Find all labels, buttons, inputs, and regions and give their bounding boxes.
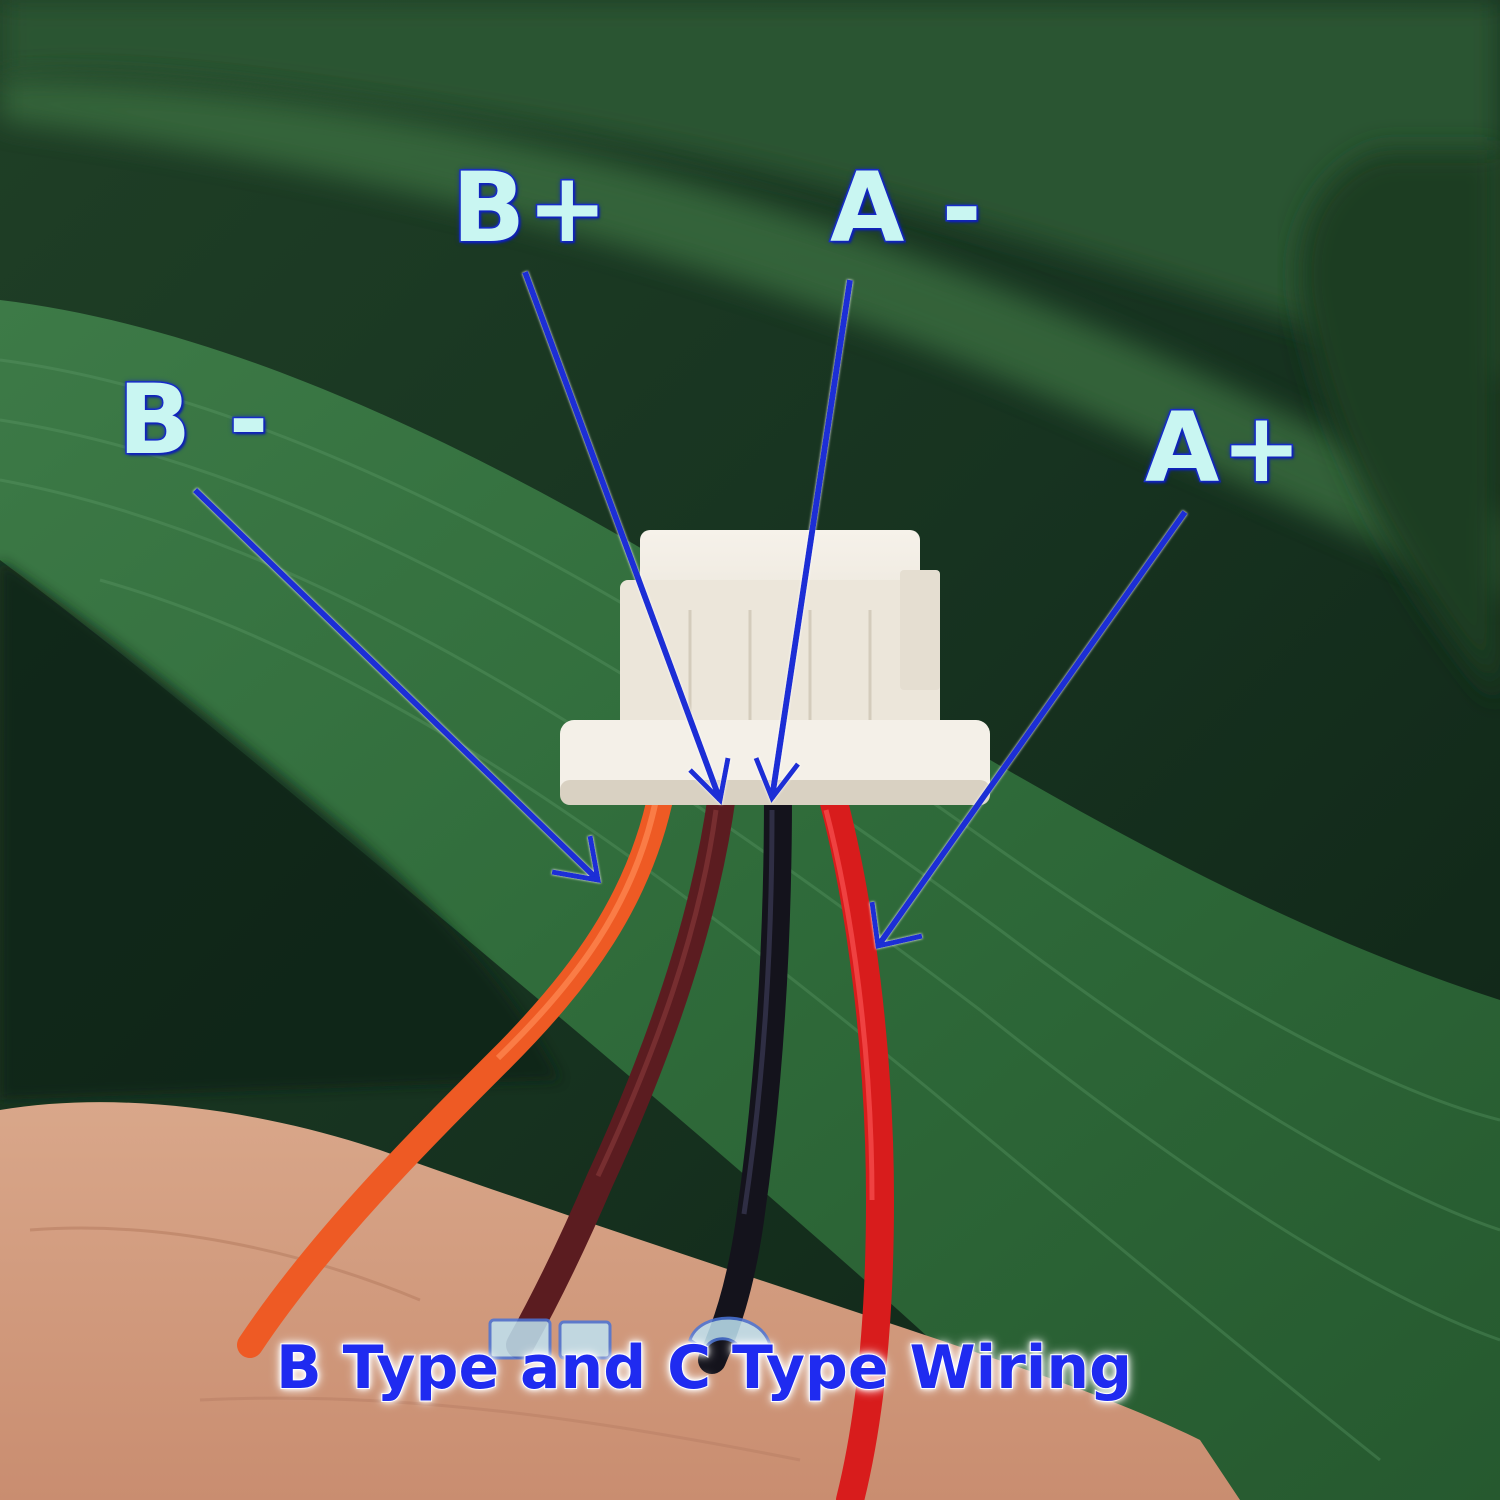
- wire-brown-highlight: [595, 809, 719, 1178]
- leaf-main: [0, 300, 1500, 1500]
- jst-connector: [560, 530, 990, 805]
- caption-text: B Type and C Type Wiring: [275, 1333, 1133, 1403]
- hand-finger: [0, 1102, 1240, 1500]
- label-b-minus: B -: [116, 364, 271, 476]
- leaf-blur-upper: [0, 80, 1500, 600]
- arrow-b-minus: [192, 487, 602, 884]
- finger-crease: [29, 1226, 421, 1302]
- label-a-plus: A+: [1144, 392, 1304, 504]
- wire-black: [698, 781, 792, 1374]
- arrows: [192, 270, 1188, 950]
- leaf-shadow-left: [0, 560, 560, 1100]
- arrow-b-plus: [522, 270, 731, 806]
- label-a-minus: A -: [829, 152, 984, 264]
- leaf-blur-right: [1298, 150, 1500, 700]
- wire-brown: [506, 781, 736, 1359]
- arrow-a-plus: [869, 510, 1188, 950]
- wire-black-highlight: [741, 809, 775, 1215]
- arrow-a-minus: [753, 279, 853, 804]
- finger-marks: [488, 1316, 772, 1360]
- finger-crease-2: [199, 1396, 801, 1462]
- wire-orange-highlight: [495, 799, 659, 1061]
- label-b-plus: B+: [451, 152, 610, 264]
- wire-red-highlight: [823, 809, 875, 1201]
- leaf-blur-top: [0, 0, 1500, 380]
- wire-red: [818, 781, 895, 1500]
